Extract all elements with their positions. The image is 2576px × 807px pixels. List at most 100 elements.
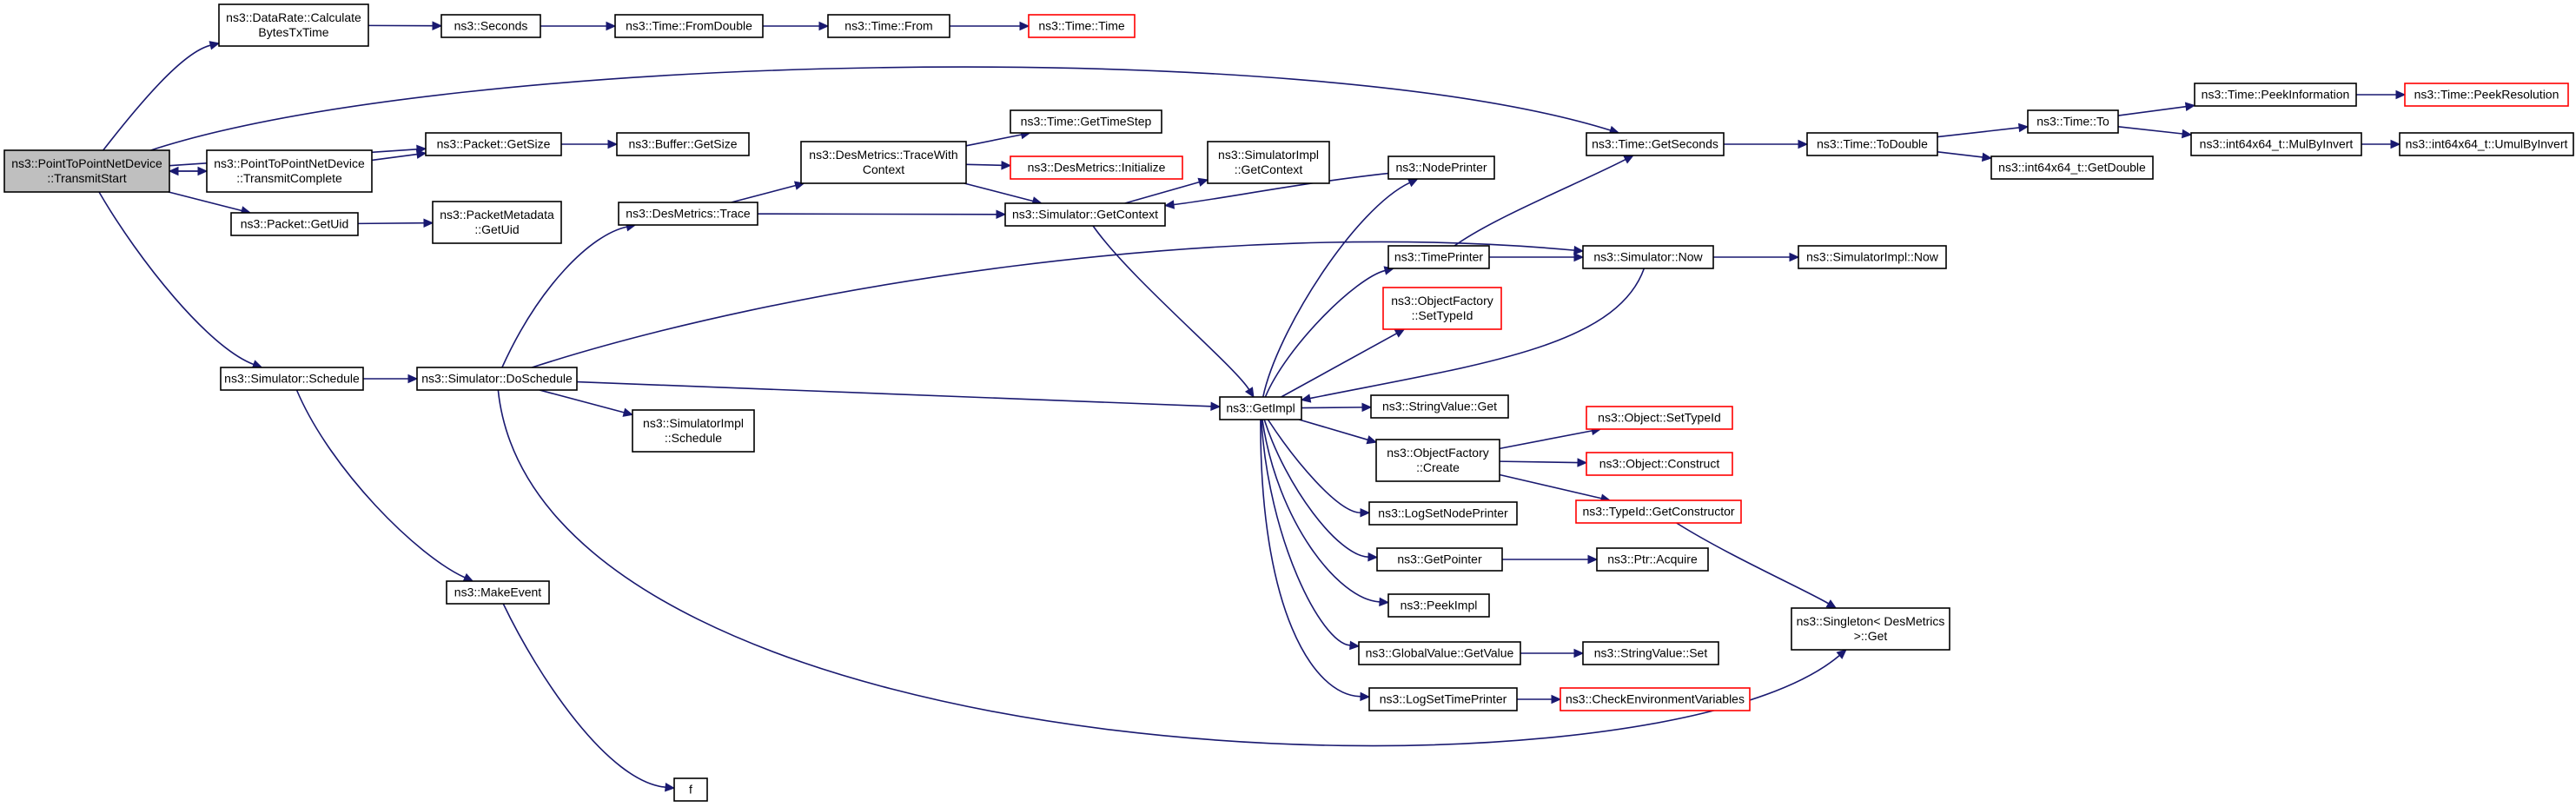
node-txcomplete[interactable]: ns3::PointToPointNetDevice::TransmitComp… (206, 149, 373, 193)
node-box[interactable] (800, 141, 967, 184)
node-box[interactable] (1370, 394, 1509, 419)
node-box[interactable] (1207, 141, 1330, 184)
node-box[interactable] (1368, 687, 1518, 711)
node-box[interactable] (1010, 109, 1162, 134)
node-makeevent[interactable]: ns3::MakeEvent (446, 580, 550, 605)
node-box[interactable] (1586, 132, 1725, 156)
node-siglgetctx[interactable]: ns3::SimulatorImpl::GetContext (1207, 141, 1330, 184)
node-box[interactable] (1028, 14, 1136, 38)
node-simdoschedule[interactable]: ns3::Simulator::DoSchedule (416, 367, 578, 391)
node-peekimpl[interactable]: ns3::PeekImpl (1387, 593, 1490, 618)
node-root[interactable]: ns3::PointToPointNetDevice::TransmitStar… (3, 149, 170, 193)
node-box[interactable] (614, 14, 764, 38)
node-box[interactable] (2404, 83, 2569, 107)
node-getpointer[interactable]: ns3::GetPointer (1376, 547, 1503, 572)
node-pktuid[interactable]: ns3::Packet::GetUid (230, 212, 359, 236)
node-typegetctor[interactable]: ns3::TypeId::GetConstructor (1575, 499, 1742, 524)
node-box[interactable] (1382, 287, 1502, 330)
node-fromdouble[interactable]: ns3::Time::FromDouble (614, 14, 764, 38)
node-box[interactable] (1010, 155, 1183, 180)
node-objconstruct[interactable]: ns3::Object::Construct (1586, 452, 1733, 476)
node-box[interactable] (1219, 396, 1302, 420)
node-box[interactable] (1004, 202, 1166, 227)
node-box[interactable] (1990, 155, 2154, 180)
node-bufsize[interactable]: ns3::Buffer::GetSize (616, 132, 750, 156)
node-box[interactable] (1387, 593, 1490, 618)
node-singleton[interactable]: ns3::Singleton< DesMetrics >::Get (1791, 607, 1950, 651)
node-box[interactable] (1586, 452, 1733, 476)
node-peekinfo[interactable]: ns3::Time::PeekInformation (2194, 83, 2357, 107)
node-box[interactable] (230, 212, 359, 236)
node-simnow[interactable]: ns3::Simulator::Now (1582, 245, 1714, 269)
node-box[interactable] (206, 149, 373, 193)
node-box[interactable] (1791, 607, 1950, 651)
node-box[interactable] (1582, 245, 1714, 269)
node-peekres[interactable]: ns3::Time::PeekResolution (2404, 83, 2569, 107)
node-box[interactable] (616, 132, 750, 156)
node-box[interactable] (1387, 245, 1490, 269)
node-box[interactable] (2190, 132, 2362, 156)
node-box[interactable] (446, 580, 550, 605)
node-box[interactable] (1582, 641, 1719, 665)
node-svget[interactable]: ns3::StringValue::Get (1370, 394, 1509, 419)
node-box[interactable] (3, 149, 170, 193)
node-timeto[interactable]: ns3::Time::To (2027, 109, 2119, 134)
node-box[interactable] (618, 202, 758, 226)
node-box[interactable] (1806, 132, 1938, 156)
node-box[interactable] (1368, 501, 1518, 526)
node-box[interactable] (1375, 439, 1500, 482)
node-ptracquire[interactable]: ns3::Ptr::Acquire (1596, 547, 1709, 572)
node-box[interactable] (1575, 499, 1742, 524)
node-timetime[interactable]: ns3::Time::Time (1028, 14, 1136, 38)
node-box[interactable] (2194, 83, 2357, 107)
node-logsettime[interactable]: ns3::LogSetTimePrinter (1368, 687, 1518, 711)
node-box[interactable] (425, 132, 562, 156)
node-box[interactable] (1387, 155, 1495, 180)
node-timeprinter[interactable]: ns3::TimePrinter (1387, 245, 1490, 269)
node-timefrom[interactable]: ns3::Time::From (827, 14, 950, 38)
node-box[interactable] (1798, 245, 1947, 269)
node-box[interactable] (1358, 641, 1521, 665)
node-simgetctx[interactable]: ns3::Simulator::GetContext (1004, 202, 1166, 227)
node-ofsettype[interactable]: ns3::ObjectFactory::SetTypeId (1382, 287, 1502, 330)
node-box[interactable] (1596, 547, 1709, 572)
node-box[interactable] (220, 367, 364, 391)
node-box[interactable] (218, 3, 369, 47)
node-seconds[interactable]: ns3::Seconds (440, 14, 541, 38)
node-box[interactable] (440, 14, 541, 38)
node-simimplnow[interactable]: ns3::SimulatorImpl::Now (1798, 245, 1947, 269)
node-pktsize[interactable]: ns3::Packet::GetSize (425, 132, 562, 156)
node-dminit[interactable]: ns3::DesMetrics::Initialize (1010, 155, 1183, 180)
node-simschedule[interactable]: ns3::Simulator::Schedule (220, 367, 364, 391)
node-dmtrace[interactable]: ns3::DesMetrics::Trace (618, 202, 758, 226)
node-box[interactable] (2027, 109, 2119, 134)
node-box[interactable] (673, 777, 708, 802)
node-timestep[interactable]: ns3::Time::GetTimeStep (1010, 109, 1162, 134)
node-umulbyinv[interactable]: ns3::int64x64_t::UmulByInvert (2399, 132, 2574, 156)
node-checkenv[interactable]: ns3::CheckEnvironmentVariables (1560, 687, 1751, 711)
node-box[interactable] (632, 409, 755, 453)
node-box[interactable] (1586, 406, 1733, 430)
node-logsetnode[interactable]: ns3::LogSetNodePrinter (1368, 501, 1518, 526)
node-svset[interactable]: ns3::StringValue::Set (1582, 641, 1719, 665)
node-box[interactable] (432, 201, 562, 244)
node-box[interactable] (1376, 547, 1503, 572)
node-getimpl[interactable]: ns3::GetImpl (1219, 396, 1302, 420)
node-gvgetval[interactable]: ns3::GlobalValue::GetValue (1358, 641, 1521, 665)
node-int64getdouble[interactable]: ns3::int64x64_t::GetDouble (1990, 155, 2154, 180)
node-objsettype[interactable]: ns3::Object::SetTypeId (1586, 406, 1733, 430)
node-ofcreate[interactable]: ns3::ObjectFactory::Create (1375, 439, 1500, 482)
node-nodeprinter[interactable]: ns3::NodePrinter (1387, 155, 1495, 180)
node-box[interactable] (2399, 132, 2574, 156)
node-timegetsec[interactable]: ns3::Time::GetSeconds (1586, 132, 1725, 156)
node-timetodouble[interactable]: ns3::Time::ToDouble (1806, 132, 1938, 156)
node-box[interactable] (827, 14, 950, 38)
node-box[interactable] (1560, 687, 1751, 711)
node-simimplschedule[interactable]: ns3::SimulatorImpl::Schedule (632, 409, 755, 453)
node-box[interactable] (416, 367, 578, 391)
node-pmuid[interactable]: ns3::PacketMetadata::GetUid (432, 201, 562, 244)
node-mulbyinv[interactable]: ns3::int64x64_t::MulByInvert (2190, 132, 2362, 156)
node-f[interactable]: f (673, 777, 708, 802)
